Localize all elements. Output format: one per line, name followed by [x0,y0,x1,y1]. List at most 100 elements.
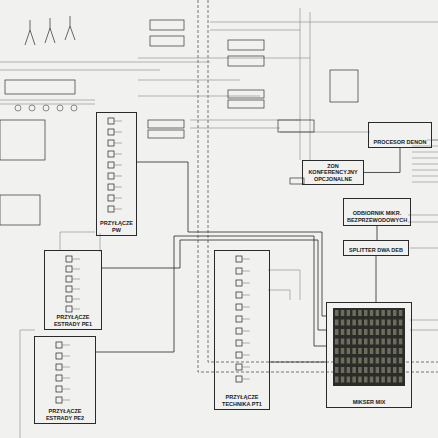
fader-cell [393,367,397,373]
socket-lead [242,331,250,332]
box-label: ODBIORNIK MIKR. BEZPRZEWODOWYCH [346,210,408,223]
fader-cell [341,329,345,335]
socket-lead [242,271,250,272]
fader-cell [387,358,391,364]
socket-symbol [108,151,114,157]
fader-cell [358,358,362,364]
fader-cell [399,358,403,364]
socket-symbol [66,266,72,272]
fader-cell [347,348,351,354]
fader-cell [347,320,351,326]
fader-cell [347,310,351,316]
fader-cell [358,329,362,335]
equipment-box: PRZYŁĄCZE TECHNIKA PT1 [214,250,270,410]
socket-symbol [56,375,62,381]
fader-cell [387,377,391,383]
fader-cell [370,320,374,326]
speaker-symbol [71,105,77,111]
fader-cell [376,377,380,383]
socket-lead [242,367,250,368]
socket-lead [72,289,80,290]
socket-lead [114,143,122,144]
fader-cell [352,358,356,364]
fader-cell [387,339,391,345]
fader-cell [381,329,385,335]
signal-cable [137,162,326,316]
socket-lead [114,132,122,133]
panel-block [0,195,40,225]
fader-cell [335,348,339,354]
equipment-box: ODBIORNIK MIKR. BEZPRZEWODOWYCH [343,198,411,226]
socket-lead [114,121,122,122]
socket-symbol [236,364,242,370]
fader-cell [352,348,356,354]
microphone-stand [25,16,75,45]
socket-symbol [108,206,114,212]
fader-cell [393,329,397,335]
fader-cell [376,348,380,354]
socket-lead [72,269,80,270]
fader-cell [399,377,403,383]
fader-cell [387,329,391,335]
fader-cell [399,367,403,373]
socket-lead [242,343,250,344]
fader-cell [399,348,403,354]
socket-symbol [66,276,72,282]
fader-cell [381,348,385,354]
box-label: PRZYŁĄCZE ESTRADY PE1 [47,314,99,327]
socket-symbol [56,397,62,403]
equipment-box: PRZYŁĄCZE ESTRADY PE2 [34,336,96,424]
socket-lead [62,378,70,379]
fader-cell [347,358,351,364]
socket-lead [242,295,250,296]
fader-cell [370,329,374,335]
socket-lead [72,309,80,310]
fader-cell [376,310,380,316]
signal-wire [0,8,438,160]
socket-symbol [56,342,62,348]
device-block [278,120,314,132]
equipment-box: MIKSER MIX [326,302,412,408]
connector-symbols [15,105,438,403]
fader-cell [364,329,368,335]
signal-wire [412,158,438,159]
socket-symbol [56,364,62,370]
signal-wire [412,146,438,147]
fader-cell [352,377,356,383]
fader-cell [399,310,403,316]
socket-lead [114,176,122,177]
socket-lead [114,198,122,199]
box-label: PRZYŁĄCZE ESTRADY PE2 [37,408,93,421]
fader-cell [370,339,374,345]
socket-symbol [108,173,114,179]
signal-cable [270,362,326,363]
device-block [228,56,264,66]
signal-wire [412,176,438,177]
socket-symbol [236,304,242,310]
fader-cell [335,377,339,383]
fader-cell [376,367,380,373]
mixer-faders [333,308,405,386]
equipment-box: PROCESOR DENON [368,122,432,148]
signal-cable [96,236,326,352]
box-label: PRZYŁĄCZE PW [99,220,134,233]
fader-cell [341,367,345,373]
device-block [228,40,264,50]
socket-lead [242,319,250,320]
socket-symbol [236,376,242,382]
fader-cell [352,329,356,335]
signal-wire [412,170,438,171]
fader-cell [352,310,356,316]
equipment-box: PRZYŁĄCZE ESTRADY PE1 [44,250,102,330]
fader-cell [358,320,362,326]
box-label: MIKSER MIX [352,399,387,405]
fader-cell [376,320,380,326]
socket-symbol [108,118,114,124]
box-label: ZON KONFERENCYJNY OPCJONALNE [305,163,361,182]
socket-lead [242,355,250,356]
fader-cell [387,367,391,373]
speaker-symbol [15,105,21,111]
socket-symbol [236,352,242,358]
fader-cell [399,339,403,345]
fader-cell [364,339,368,345]
